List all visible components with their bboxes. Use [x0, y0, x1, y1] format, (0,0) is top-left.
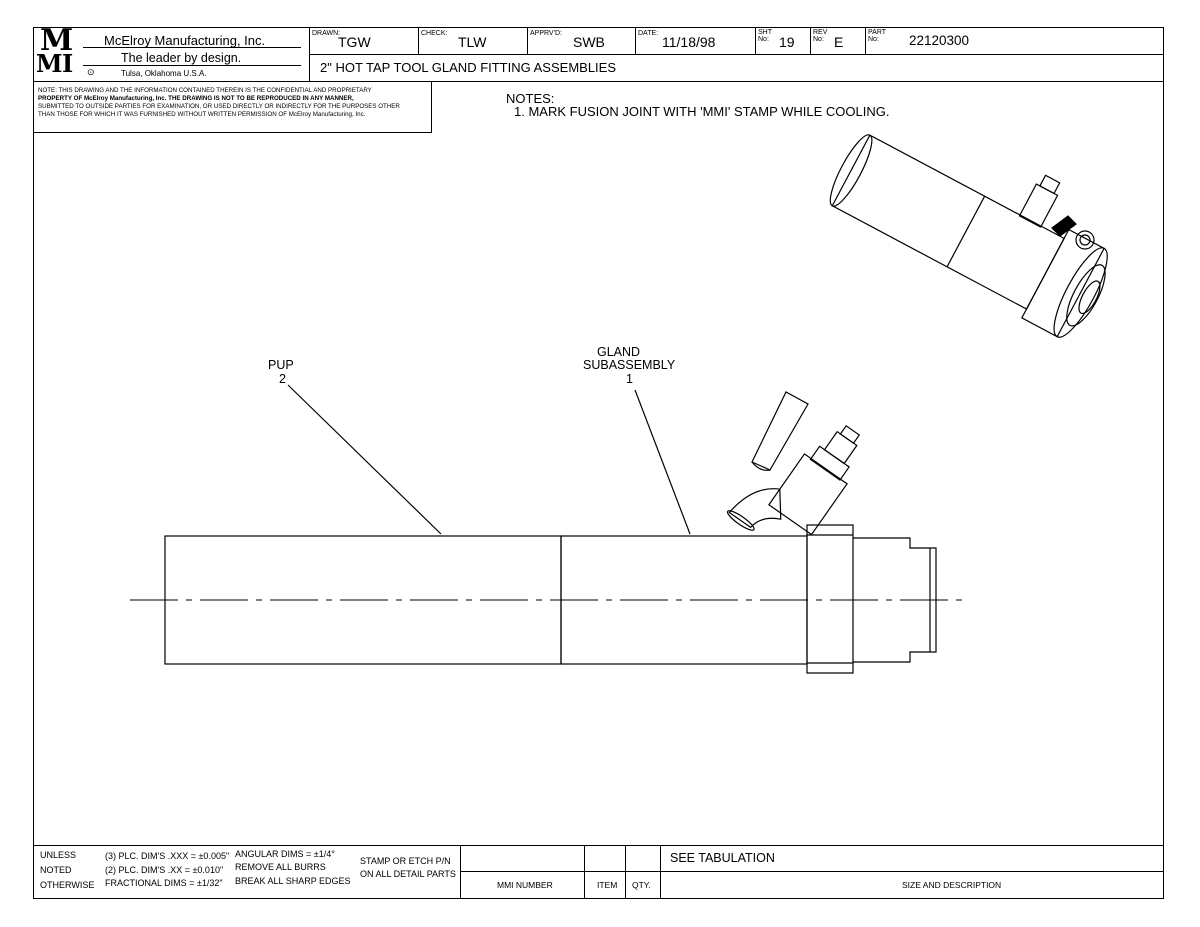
company-logo: M M I — [34, 26, 80, 80]
part-value: 22120300 — [909, 33, 970, 48]
circle-dot-icon: ⊙ — [87, 67, 95, 77]
drawing-title: 2" HOT TAP TOOL GLAND FITTING ASSEMBLIES — [320, 60, 616, 75]
logo-bottom: M I — [36, 52, 80, 80]
plc-line-2: (2) PLC. DIM'S .XX = ±0.010" — [105, 865, 224, 875]
cell-sep-5 — [810, 27, 811, 54]
plc-line-3: FRACTIONAL DIMS = ±1/32" — [105, 878, 223, 888]
apprvd-value: SWB — [573, 34, 605, 50]
gland-collar — [806, 524, 854, 674]
logo-letter-m1: M — [40, 26, 73, 54]
gland-label-1: GLAND — [597, 345, 641, 359]
stamp-line-1: STAMP OR ETCH P/N — [360, 856, 451, 866]
company-location: Tulsa, Oklahoma U.S.A. — [121, 69, 207, 78]
check-value: TLW — [458, 34, 487, 50]
pup-label: PUP — [268, 358, 294, 372]
confidential-note-box — [33, 81, 432, 133]
bottom-sep-1 — [460, 845, 461, 899]
confidential-line-3: SUBMITTED TO OUTSIDE PARTIES FOR EXAMINA… — [38, 103, 400, 110]
notes-heading: NOTES: — [506, 91, 555, 106]
tagline-underline — [83, 65, 301, 66]
drawn-value: TGW — [338, 34, 371, 50]
part-label: PART No: — [868, 29, 886, 43]
cell-sep-3 — [635, 27, 636, 54]
angular-line-3: BREAK ALL SHARP EDGES — [235, 876, 351, 886]
bottom-sep-4 — [660, 845, 661, 899]
company-name: McElroy Manufacturing, Inc. — [104, 33, 266, 48]
bottom-block-top — [33, 845, 1164, 846]
plc-line-1: (3) PLC. DIM'S .XXX = ±0.005" — [105, 851, 230, 861]
drawing-frame — [33, 27, 1164, 899]
note-item-1: 1. MARK FUSION JOINT WITH 'MMI' STAMP WH… — [514, 104, 890, 119]
bottom-header-line — [460, 871, 1164, 872]
header-mmi-number: MMI NUMBER — [497, 880, 553, 890]
isometric-view — [829, 134, 1108, 338]
title-block — [33, 27, 1164, 82]
company-underline — [83, 47, 301, 48]
rev-value: E — [834, 34, 844, 50]
cell-sep-6 — [865, 27, 866, 54]
gland-leader — [634, 389, 691, 535]
unless-line-3: OTHERWISE — [40, 880, 95, 890]
gland-label-2: SUBASSEMBLY — [583, 358, 676, 372]
unless-line-1: UNLESS — [40, 850, 77, 860]
drawn-label: DRAWN: — [312, 30, 341, 37]
pup-leader — [287, 384, 442, 535]
apprvd-label: APPRV'D: — [530, 30, 562, 37]
logo-letter-i: I — [62, 52, 73, 78]
logo-letter-m2: M — [36, 52, 63, 78]
bottom-sep-2 — [584, 845, 585, 899]
rev-label: REV No: — [813, 29, 828, 43]
sht-label: SHT No: — [758, 29, 772, 43]
angular-line-1: ANGULAR DIMS = ±1/4° — [235, 849, 335, 859]
valve-handle — [751, 391, 809, 471]
confidential-line-4: THAN THOSE FOR WHICH IT WAS FURNISHED WI… — [38, 111, 366, 118]
gland-item-number: 1 — [626, 372, 633, 386]
see-tabulation: SEE TABULATION — [670, 851, 775, 865]
cell-sep-1 — [418, 27, 419, 54]
stamp-line-2: ON ALL DETAIL PARTS — [360, 869, 456, 879]
header-qty: QTY. — [632, 880, 651, 890]
date-value: 11/18/98 — [662, 34, 716, 50]
bottom-sep-3 — [625, 845, 626, 899]
confidential-line-2: PROPERTY OF McElroy Manufacturing, Inc. … — [38, 95, 354, 102]
logo-top: M — [40, 26, 80, 54]
confidential-line-1: NOTE: THIS DRAWING AND THE INFORMATION C… — [38, 87, 372, 94]
check-label: CHECK: — [421, 30, 448, 37]
valve-assembly — [726, 424, 861, 536]
header-item: ITEM — [597, 880, 618, 890]
title-row-divider — [309, 54, 1164, 55]
cell-sep-4 — [755, 27, 756, 54]
cell-sep-2 — [527, 27, 528, 54]
date-label: DATE: — [638, 30, 659, 37]
unless-line-2: NOTED — [40, 865, 72, 875]
company-tagline: The leader by design. — [121, 51, 242, 65]
angular-line-2: REMOVE ALL BURRS — [235, 862, 326, 872]
sht-value: 19 — [779, 34, 795, 50]
pup-item-number: 2 — [279, 372, 286, 386]
header-size-description: SIZE AND DESCRIPTION — [902, 880, 1002, 890]
